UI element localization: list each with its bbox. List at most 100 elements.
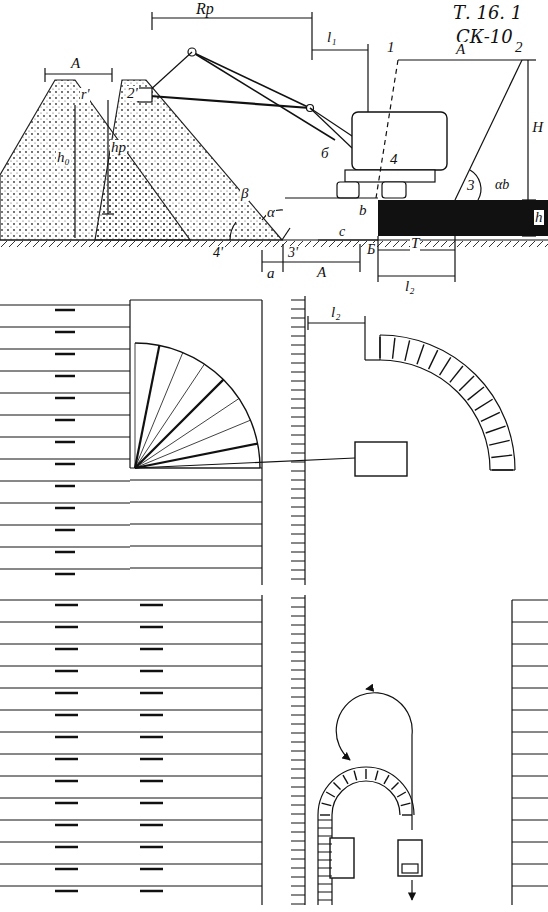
dimension-label: A bbox=[455, 42, 466, 57]
hatch-stroke bbox=[0, 437, 130, 438]
hatch-stroke bbox=[450, 366, 463, 382]
hatch-stroke bbox=[291, 363, 305, 364]
hatch-stroke bbox=[291, 444, 305, 445]
hatch-stroke bbox=[322, 803, 332, 806]
hatch-stroke bbox=[291, 561, 305, 562]
hatch-stroke bbox=[405, 340, 410, 360]
hatch-stroke bbox=[291, 796, 305, 797]
hatch-stroke bbox=[318, 868, 332, 869]
hatch-stroke bbox=[140, 868, 163, 871]
hatch-stroke bbox=[0, 666, 262, 667]
hatch-stroke bbox=[55, 507, 75, 510]
hatch-stroke bbox=[0, 393, 130, 394]
hatch-stroke bbox=[55, 441, 75, 444]
hatch-stroke bbox=[291, 733, 305, 734]
hatch-stroke bbox=[397, 792, 406, 797]
hatch-stroke bbox=[291, 354, 305, 355]
hatch-stroke bbox=[140, 780, 163, 783]
hatch-stroke bbox=[291, 814, 305, 815]
hatch-stroke bbox=[135, 444, 258, 468]
hatch-stroke bbox=[291, 616, 305, 617]
hatch-stroke bbox=[0, 415, 130, 416]
dimension-label: 2' bbox=[126, 86, 139, 101]
hatch-stroke bbox=[291, 435, 305, 436]
hatch-stroke bbox=[0, 798, 262, 799]
hatch-stroke bbox=[417, 344, 424, 364]
dimension-label: b bbox=[358, 203, 368, 218]
hatch-stroke bbox=[291, 417, 305, 418]
hatch-stroke bbox=[0, 754, 262, 755]
dimension-label: A bbox=[316, 265, 327, 280]
dimension-label: l₁ bbox=[326, 30, 337, 45]
hatch-stroke bbox=[326, 792, 335, 797]
dimension-label: 4' bbox=[212, 246, 224, 260]
hatch-stroke bbox=[291, 579, 305, 580]
hatch-stroke bbox=[333, 782, 340, 789]
hatch-stroke bbox=[291, 453, 305, 454]
dimension-label: a bbox=[266, 266, 276, 281]
hatch-stroke bbox=[55, 868, 78, 871]
hatch-stroke bbox=[55, 890, 78, 893]
hatch-stroke bbox=[291, 805, 305, 806]
hatch-stroke bbox=[55, 846, 78, 849]
hatch-stroke bbox=[0, 842, 262, 843]
hatch-stroke bbox=[0, 371, 130, 372]
dimension-label: c bbox=[338, 225, 346, 239]
dimension-label: б bbox=[320, 146, 330, 161]
hatch-stroke bbox=[291, 507, 305, 508]
hatch-stroke bbox=[0, 525, 130, 526]
hatch-stroke bbox=[291, 534, 305, 535]
hatch-stroke bbox=[375, 771, 378, 781]
hatch-stroke bbox=[55, 551, 75, 554]
hatch-stroke bbox=[440, 357, 451, 375]
hatch-stroke bbox=[512, 600, 548, 601]
hatch-stroke bbox=[318, 860, 332, 861]
hatch-stroke bbox=[512, 688, 548, 689]
hatch-stroke bbox=[291, 390, 305, 391]
hatch-stroke bbox=[55, 736, 78, 739]
hatch-stroke bbox=[140, 824, 163, 827]
hatch-stroke bbox=[291, 327, 305, 328]
hatch-stroke bbox=[291, 661, 305, 662]
dimension-label: hр bbox=[110, 140, 127, 155]
dimension-label: β bbox=[240, 186, 249, 201]
hatch-stroke bbox=[0, 622, 262, 623]
hatch-stroke bbox=[512, 864, 548, 865]
hatch-stroke bbox=[291, 462, 305, 463]
hatch-stroke bbox=[55, 485, 75, 488]
hatch-stroke bbox=[291, 625, 305, 626]
hatch-stroke bbox=[55, 353, 75, 356]
hatch-stroke bbox=[55, 670, 78, 673]
hatch-stroke bbox=[135, 343, 136, 468]
hatch-stroke bbox=[291, 751, 305, 752]
hatch-stroke bbox=[318, 836, 332, 837]
hatch-stroke bbox=[0, 732, 262, 733]
dimension-label: H bbox=[531, 120, 544, 135]
hatch-stroke bbox=[0, 481, 130, 482]
hatch-stroke bbox=[0, 349, 130, 350]
hatch-stroke bbox=[291, 516, 305, 517]
hatch-stroke bbox=[55, 802, 78, 805]
hatch-stroke bbox=[135, 364, 204, 468]
hatch-stroke bbox=[492, 469, 513, 470]
hatch-stroke bbox=[55, 824, 78, 827]
hatch-stroke bbox=[55, 397, 75, 400]
hatch-stroke bbox=[512, 776, 548, 777]
hatch-stroke bbox=[140, 758, 163, 761]
hatch-stroke bbox=[291, 760, 305, 761]
hatch-stroke bbox=[291, 300, 305, 301]
hatch-stroke bbox=[291, 868, 305, 869]
hatch-stroke bbox=[0, 547, 130, 548]
dimension-label: Rр bbox=[195, 1, 215, 17]
hatch-stroke bbox=[291, 724, 305, 725]
hatch-stroke bbox=[291, 643, 305, 644]
hatch-stroke bbox=[0, 710, 262, 711]
hatch-stroke bbox=[55, 463, 75, 466]
hatch-stroke bbox=[512, 754, 548, 755]
hatch-stroke bbox=[291, 697, 305, 698]
hatch-stroke bbox=[0, 688, 262, 689]
hatch-stroke bbox=[291, 525, 305, 526]
hatch-stroke bbox=[291, 399, 305, 400]
hatch-stroke bbox=[402, 814, 412, 815]
hatch-stroke bbox=[55, 714, 78, 717]
